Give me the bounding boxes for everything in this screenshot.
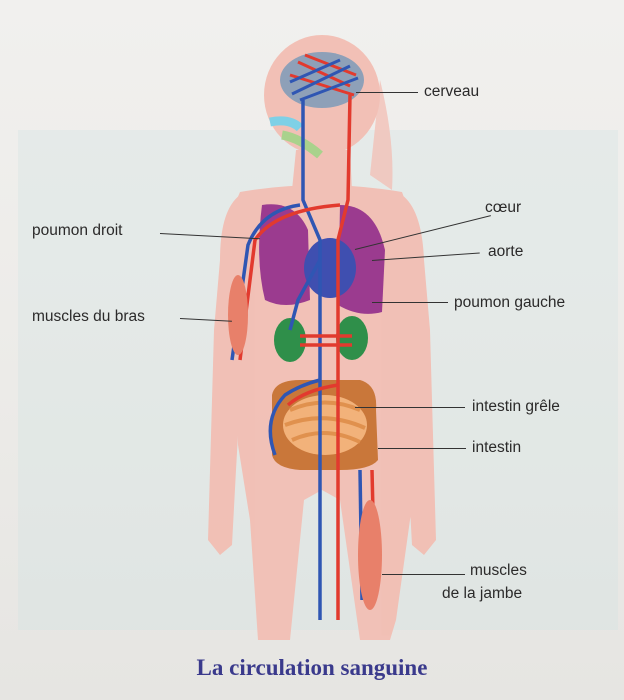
arm-muscle xyxy=(228,275,248,355)
label-aorte: aorte xyxy=(488,243,523,261)
leg-muscle xyxy=(358,500,382,610)
label-poumon-droit: poumon droit xyxy=(32,222,122,240)
figure-title: La circulation sanguine xyxy=(0,655,624,681)
label-poumon-gauche: poumon gauche xyxy=(454,294,565,312)
label-coeur: cœur xyxy=(485,199,521,217)
leader-muscles-jambe xyxy=(382,574,465,575)
leader-intestin-grele xyxy=(355,407,465,408)
label-muscles-jambe-line2: de la jambe xyxy=(442,585,522,603)
leader-intestin xyxy=(378,448,466,449)
label-cerveau: cerveau xyxy=(424,83,479,101)
label-intestin-grele: intestin grêle xyxy=(472,398,560,416)
label-intestin: intestin xyxy=(472,439,521,457)
leader-poumon-gauche xyxy=(372,302,448,303)
heart xyxy=(304,238,356,298)
label-muscles-bras: muscles du bras xyxy=(32,308,145,326)
leader-cerveau xyxy=(356,92,418,93)
label-muscles-jambe-line1: muscles xyxy=(470,562,527,580)
